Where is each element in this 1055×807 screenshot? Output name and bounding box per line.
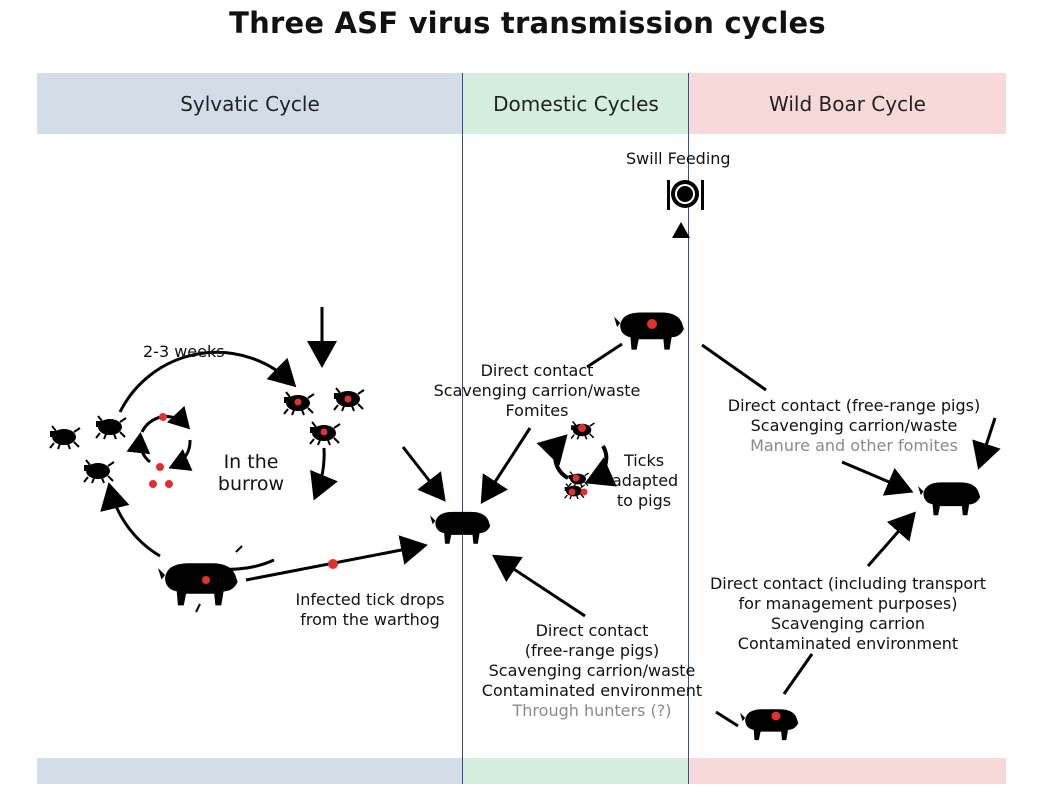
wild-boar-icon: [918, 482, 981, 516]
domestic-contact-label: Direct contact Scavenging carrion/waste …: [433, 361, 641, 420]
dropping-tick-dot: [328, 559, 338, 569]
domestic-footer-band: [463, 758, 689, 784]
ticks-adapted-cycle: [536, 434, 617, 487]
domestic-pig-icon: [430, 511, 491, 544]
ticks-adapted-label: Ticks adapted to pigs: [612, 451, 679, 510]
sylvatic-header: Sylvatic Cycle: [37, 73, 463, 134]
arrow-up-to-boar: [866, 511, 916, 567]
tick-icon: [563, 420, 596, 500]
sylvatic-header-label: Sylvatic Cycle: [180, 91, 320, 116]
arrow-bottom-to-domestic-pig: [491, 554, 586, 618]
burrow-small-cycle: [126, 405, 193, 471]
transport-label: Direct contact (including transport for …: [709, 574, 987, 653]
weeks-label: 2-3 weeks: [143, 342, 225, 361]
arrow-hunters-line: [715, 710, 739, 728]
virus-dot-icon: [149, 413, 173, 488]
in-the-burrow-label: In the burrow: [217, 451, 285, 495]
arrow-upper-pig-line: [586, 342, 623, 369]
ticks-adapted-dots: [568, 424, 588, 496]
arrow-to-wild-boar: [841, 460, 914, 496]
sylvatic-footer-band: [37, 758, 463, 784]
warthog-icon: [158, 545, 243, 613]
arrow-lower-boar-line: [782, 653, 814, 695]
infected-tick-label: Infected tick drops from the warthog: [295, 590, 445, 629]
bottom-contact-label: Direct contact (free-range pigs) Scaveng…: [481, 621, 703, 720]
divider-sylvatic-domestic: [462, 73, 463, 784]
wildboar-header-label: Wild Boar Cycle: [769, 91, 926, 116]
divider-domestic-wildboar: [688, 73, 689, 784]
tick-virus-dots: [294, 395, 352, 436]
arrow-freerange-line: [701, 343, 767, 392]
swill-feeding-label: Swill Feeding: [626, 149, 731, 168]
domestic-pig-icon: [614, 312, 684, 350]
arrow-ticks-to-pig: [401, 446, 446, 502]
plate-fork-knife-icon: [667, 180, 704, 210]
wildboar-header: Wild Boar Cycle: [689, 73, 1006, 134]
triangle-up-icon: [672, 222, 690, 238]
arrow-manure-to-boar: [972, 417, 1001, 470]
wild-boar-icon: [740, 709, 799, 741]
wildboar-footer-band: [689, 758, 1006, 784]
freerange-label: Direct contact (free-range pigs) Scaveng…: [727, 396, 981, 455]
domestic-header: Domestic Cycles: [463, 73, 689, 134]
arrow-to-domestic-pig: [480, 427, 532, 505]
domestic-header-label: Domestic Cycles: [493, 91, 659, 116]
page-title: Three ASF virus transmission cycles: [229, 6, 826, 40]
